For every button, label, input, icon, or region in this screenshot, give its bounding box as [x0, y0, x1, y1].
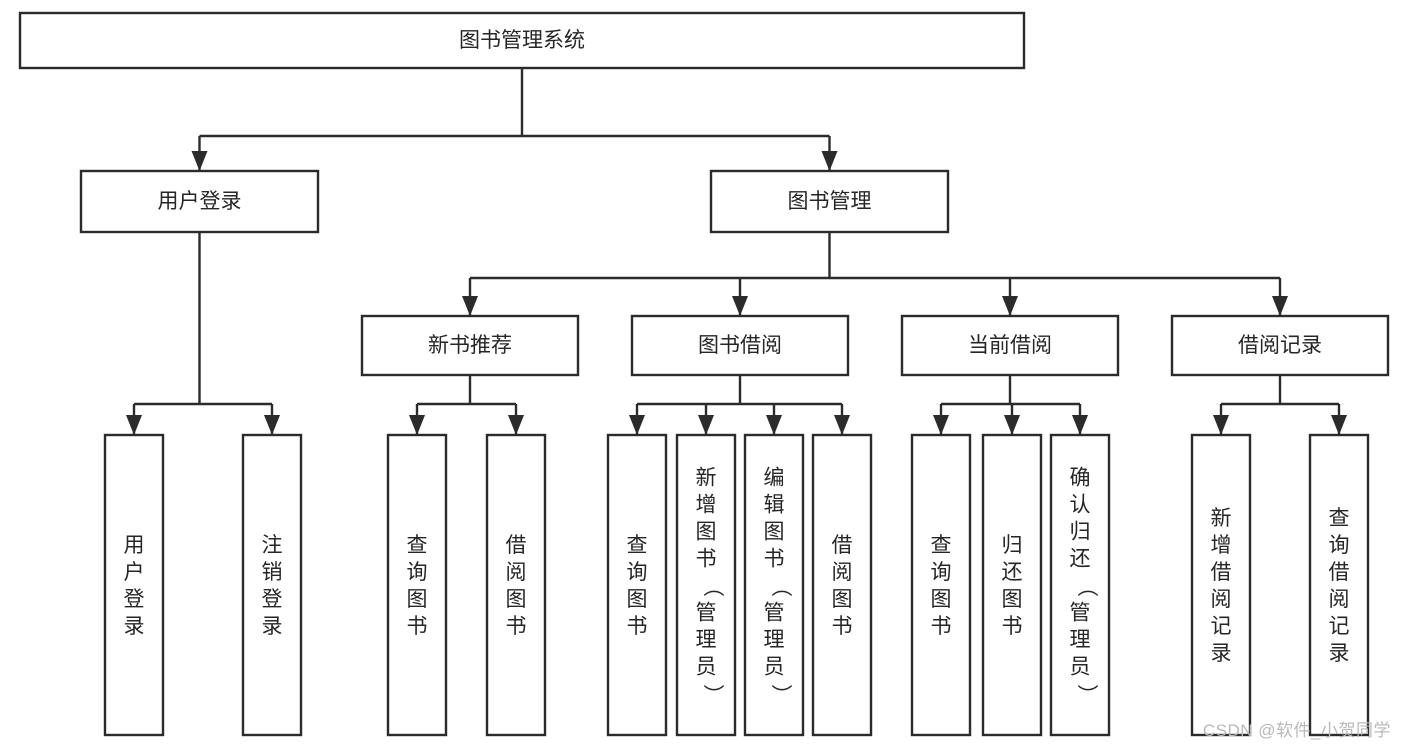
node-borrow-record[interactable]: 借阅记录	[1170, 314, 1390, 377]
node-leaf-query-book-cur-box[interactable]	[910, 433, 972, 737]
node-leaf-query-book-borrow-box[interactable]	[606, 433, 668, 737]
node-leaf-confirm-return-admin-label: 确认归还 管理员	[1070, 467, 1091, 679]
book-borrow-to-leaves-arrow-2	[766, 415, 782, 435]
node-leaf-query-book-rec-label: 查询图书	[407, 534, 428, 638]
root-to-level2-arrow-0	[191, 151, 208, 171]
node-leaf-add-book-admin-label-paren: ）	[701, 684, 724, 705]
node-leaf-query-book-cur-label: 查询图书	[931, 534, 952, 638]
borrow-record-to-leaves-arrow-0	[1213, 415, 1229, 435]
current-borrow-to-leaves-arrow-0	[933, 415, 949, 435]
node-leaf-return-book-label: 归还图书	[1002, 534, 1023, 638]
node-leaf-add-book-admin[interactable]: （ ） 新增图书 管理员	[675, 433, 737, 737]
node-user-login-box[interactable]	[79, 169, 320, 234]
login-to-leaves-arrow-0	[126, 415, 142, 435]
node-leaf-confirm-return-admin-label-paren: ）	[1075, 684, 1098, 705]
node-leaf-borrow-book-rec[interactable]: 借阅图书	[485, 433, 547, 737]
node-book-borrow-label: 图书借阅	[698, 334, 782, 357]
node-leaf-query-borrow-record-box[interactable]	[1308, 433, 1370, 737]
node-leaf-return-book-box[interactable]	[981, 433, 1043, 737]
node-leaf-user-logout-label: 注销登录	[262, 534, 283, 638]
node-leaf-user-login[interactable]: 用户登录	[103, 433, 165, 737]
node-leaf-borrow-book-label: 借阅图书	[832, 534, 853, 638]
node-leaf-query-book-cur[interactable]: 查询图书	[910, 433, 972, 737]
node-book-manage[interactable]: 图书管理	[709, 169, 950, 234]
node-leaf-user-logout-box[interactable]	[241, 433, 303, 737]
manage-to-level3-arrow-2	[1002, 296, 1018, 316]
manage-to-level3-arrow-3	[1272, 296, 1288, 316]
manage-to-level3-arrow-1	[732, 296, 748, 316]
node-user-login-label: 用户登录	[158, 190, 242, 213]
root-to-level2-arrow-1	[821, 151, 838, 171]
node-leaf-edit-book-admin-box[interactable]	[743, 433, 805, 737]
node-new-book-recommend-box[interactable]	[360, 314, 580, 377]
node-leaf-add-borrow-record-box[interactable]	[1190, 433, 1252, 737]
node-leaf-query-book-rec-box[interactable]	[386, 433, 448, 737]
node-leaf-query-book-rec[interactable]: 查询图书	[386, 433, 448, 737]
new-book-recommend-to-leaves-arrow-0	[409, 415, 425, 435]
node-root-root-label: 图书管理系统	[459, 29, 585, 52]
watermark-label: CSDN @软件_小贺同学	[1202, 721, 1391, 740]
node-leaf-confirm-return-admin[interactable]: （ ） 确认归还 管理员	[1049, 433, 1111, 737]
node-leaf-borrow-book-rec-box[interactable]	[485, 433, 547, 737]
node-borrow-record-label: 借阅记录	[1238, 334, 1322, 357]
current-borrow-to-leaves-arrow-2	[1072, 415, 1088, 435]
node-leaf-query-book-borrow[interactable]: 查询图书	[606, 433, 668, 737]
node-current-borrow-box[interactable]	[900, 314, 1120, 377]
node-leaf-user-login-box[interactable]	[103, 433, 165, 737]
node-book-borrow-box[interactable]	[630, 314, 850, 377]
node-current-borrow-label: 当前借阅	[968, 334, 1052, 357]
manage-to-level3-arrow-0	[462, 296, 478, 316]
node-borrow-record-box[interactable]	[1170, 314, 1390, 377]
node-leaf-return-book[interactable]: 归还图书	[981, 433, 1043, 737]
node-leaf-edit-book-admin[interactable]: （ ） 编辑图书 管理员	[743, 433, 805, 737]
borrow-record-to-leaves-arrow-1	[1331, 415, 1347, 435]
connectors-layer	[126, 68, 1347, 435]
node-leaf-add-book-admin-label-paren: （	[701, 576, 724, 597]
node-leaf-add-book-admin-box[interactable]	[675, 433, 737, 737]
node-root-root-box[interactable]	[18, 11, 1026, 70]
node-current-borrow[interactable]: 当前借阅	[900, 314, 1120, 377]
node-leaf-borrow-book[interactable]: 借阅图书	[811, 433, 873, 737]
node-leaf-confirm-return-admin-label-paren: （	[1075, 576, 1098, 597]
node-book-manage-label: 图书管理	[788, 190, 872, 213]
book-borrow-to-leaves-arrow-3	[834, 415, 850, 435]
node-leaf-confirm-return-admin-box[interactable]	[1049, 433, 1111, 737]
node-leaf-query-borrow-record-label: 查询借阅记录	[1329, 507, 1350, 665]
node-leaf-add-borrow-record[interactable]: 新增借阅记录	[1190, 433, 1252, 737]
node-leaf-edit-book-admin-label-paren: （	[769, 576, 792, 597]
book-borrow-to-leaves-arrow-0	[629, 415, 645, 435]
node-root-root[interactable]: 图书管理系统	[18, 11, 1026, 70]
node-leaf-add-borrow-record-label: 新增借阅记录	[1211, 507, 1232, 665]
node-leaf-user-logout[interactable]: 注销登录	[241, 433, 303, 737]
node-leaf-borrow-book-rec-label: 借阅图书	[506, 534, 527, 638]
current-borrow-to-leaves-arrow-1	[1004, 415, 1020, 435]
login-to-leaves-arrow-1	[264, 415, 280, 435]
node-new-book-recommend-label: 新书推荐	[428, 334, 512, 357]
node-book-manage-box[interactable]	[709, 169, 950, 234]
node-leaf-query-borrow-record[interactable]: 查询借阅记录	[1308, 433, 1370, 737]
node-leaf-edit-book-admin-label: 编辑图书 管理员	[764, 467, 785, 679]
node-user-login[interactable]: 用户登录	[79, 169, 320, 234]
node-leaf-user-login-label: 用户登录	[124, 534, 145, 638]
node-book-borrow[interactable]: 图书借阅	[630, 314, 850, 377]
nodes-layer: 图书管理系统用户登录图书管理新书推荐图书借阅当前借阅借阅记录用户登录注销登录查询…	[18, 11, 1390, 737]
node-leaf-add-book-admin-label: 新增图书 管理员	[696, 467, 717, 679]
node-new-book-recommend[interactable]: 新书推荐	[360, 314, 580, 377]
new-book-recommend-to-leaves-arrow-1	[508, 415, 524, 435]
node-leaf-borrow-book-box[interactable]	[811, 433, 873, 737]
book-borrow-to-leaves-arrow-1	[698, 415, 714, 435]
node-leaf-edit-book-admin-label-paren: ）	[769, 684, 792, 705]
node-leaf-query-book-borrow-label: 查询图书	[627, 534, 648, 638]
